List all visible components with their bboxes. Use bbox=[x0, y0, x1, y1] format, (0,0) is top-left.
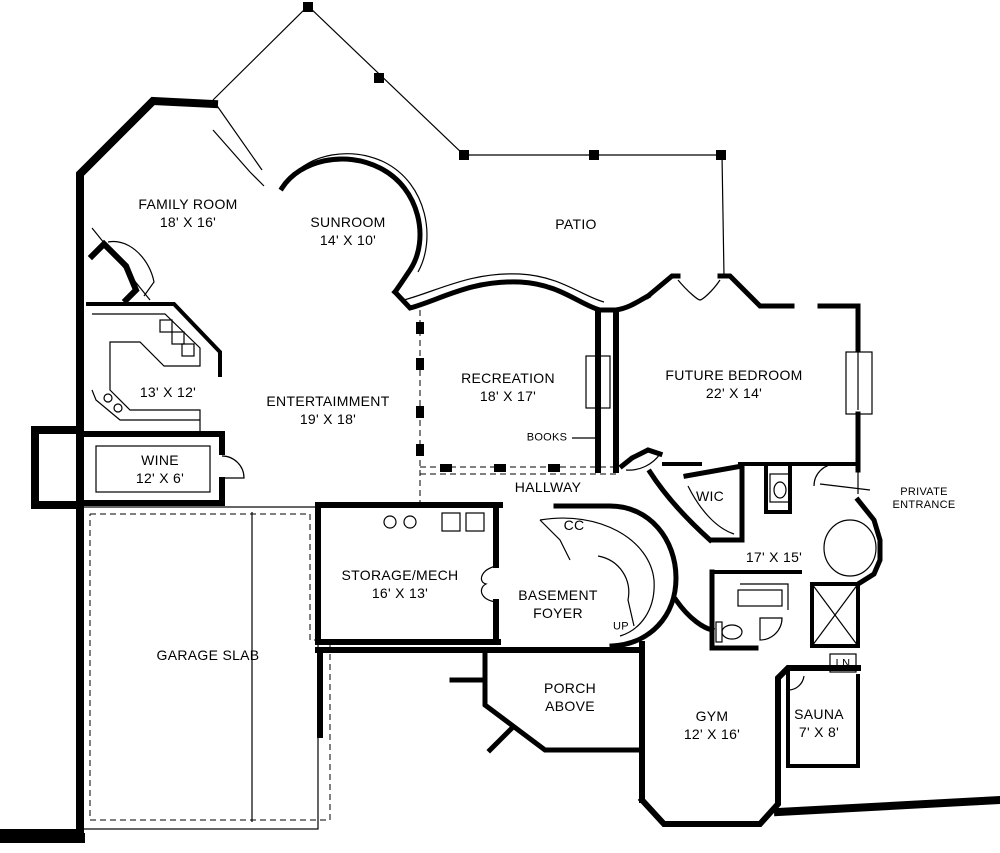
sauna-name: SAUNA bbox=[794, 706, 844, 722]
note-ln: LN bbox=[835, 657, 851, 670]
basement-foyer-name2: FOYER bbox=[533, 605, 583, 621]
recreation-curved-wall bbox=[391, 273, 652, 313]
gym-dim: 12' X 16' bbox=[683, 726, 741, 742]
recreation-name: RECREATION bbox=[461, 370, 555, 386]
wine-dim: 12' X 6' bbox=[135, 470, 185, 486]
basement-foyer-name: BASEMENT bbox=[518, 587, 598, 603]
room-wine: WINE 12' X 6' bbox=[136, 451, 184, 487]
wine-room-walls bbox=[77, 431, 245, 506]
entertainment-dim: 19' X 18' bbox=[299, 411, 357, 427]
room-garage-slab: GARAGE SLAB bbox=[157, 646, 260, 664]
gym-name: GYM bbox=[695, 708, 729, 724]
room-gym: GYM 12' X 16' bbox=[684, 707, 740, 743]
porch-above-name: PORCH bbox=[543, 680, 597, 696]
bar-area bbox=[86, 302, 222, 432]
wine-name: WINE bbox=[141, 452, 179, 468]
porch-walls bbox=[315, 641, 645, 803]
sunroom-name: SUNROOM bbox=[310, 214, 386, 230]
future-bedroom-walls bbox=[644, 273, 873, 494]
recreation-walls bbox=[416, 309, 620, 503]
room-future-bedroom: FUTURE BEDROOM 22' X 14' bbox=[665, 366, 802, 402]
private-entrance-line2: ENTRANCE bbox=[892, 499, 956, 511]
future-bedroom-dim: 22' X 14' bbox=[705, 385, 763, 401]
family-room-dim: 18' X 16' bbox=[159, 214, 217, 230]
room-porch-above: PORCH ABOVE bbox=[544, 679, 596, 715]
patio-outline bbox=[212, 2, 726, 277]
sauna-dim: 7' X 8' bbox=[798, 724, 840, 740]
sunroom-wall bbox=[278, 153, 428, 296]
gym-walls bbox=[637, 569, 1000, 827]
hallway-name: HALLWAY bbox=[514, 479, 582, 495]
room-storage-mech: STORAGE/MECH 16' X 13' bbox=[342, 566, 459, 602]
note-cc: CC bbox=[563, 517, 585, 533]
recreation-dim: 18' X 17' bbox=[479, 388, 537, 404]
room-bedroom-suite: 17' X 15' bbox=[746, 548, 802, 566]
patio-name: PATIO bbox=[555, 216, 597, 232]
exterior-walls bbox=[0, 96, 219, 843]
note-up: UP bbox=[613, 620, 629, 633]
suite-walls bbox=[683, 462, 883, 588]
note-private-entrance: PRIVATE ENTRANCE bbox=[893, 486, 956, 512]
sunroom-dim: 14' X 10' bbox=[319, 232, 377, 248]
storage-mech-name: STORAGE/MECH bbox=[341, 567, 459, 583]
family-room-name: FAMILY ROOM bbox=[138, 196, 238, 212]
entertainment-name: ENTERTAIMMENT bbox=[266, 393, 390, 409]
garage-slab-name: GARAGE SLAB bbox=[156, 647, 260, 663]
family-room-fireplace bbox=[87, 227, 155, 305]
note-wic: WIC bbox=[695, 488, 725, 504]
bedroom-suite-dim: 17' X 15' bbox=[745, 549, 803, 565]
room-family-room: FAMILY ROOM 18' X 16' bbox=[138, 195, 237, 231]
room-sunroom: SUNROOM 14' X 10' bbox=[310, 213, 385, 249]
note-books: BOOKS bbox=[526, 431, 568, 444]
porch-above-name2: ABOVE bbox=[545, 698, 595, 714]
future-bedroom-name: FUTURE BEDROOM bbox=[665, 367, 803, 383]
storage-mech-dim: 16' X 13' bbox=[371, 585, 429, 601]
garage-slab bbox=[81, 506, 331, 830]
room-bar: 13' X 12' bbox=[140, 383, 196, 401]
room-basement-foyer: BASEMENT FOYER bbox=[518, 586, 597, 622]
private-entrance-line1: PRIVATE bbox=[900, 486, 948, 498]
bar-dim: 13' X 12' bbox=[139, 384, 197, 400]
room-patio: PATIO bbox=[555, 215, 596, 233]
room-recreation: RECREATION 18' X 17' bbox=[461, 369, 555, 405]
room-entertainment: ENTERTAIMMENT 19' X 18' bbox=[266, 392, 389, 428]
room-sauna: SAUNA 7' X 8' bbox=[794, 705, 844, 741]
room-hallway: HALLWAY bbox=[515, 478, 581, 496]
